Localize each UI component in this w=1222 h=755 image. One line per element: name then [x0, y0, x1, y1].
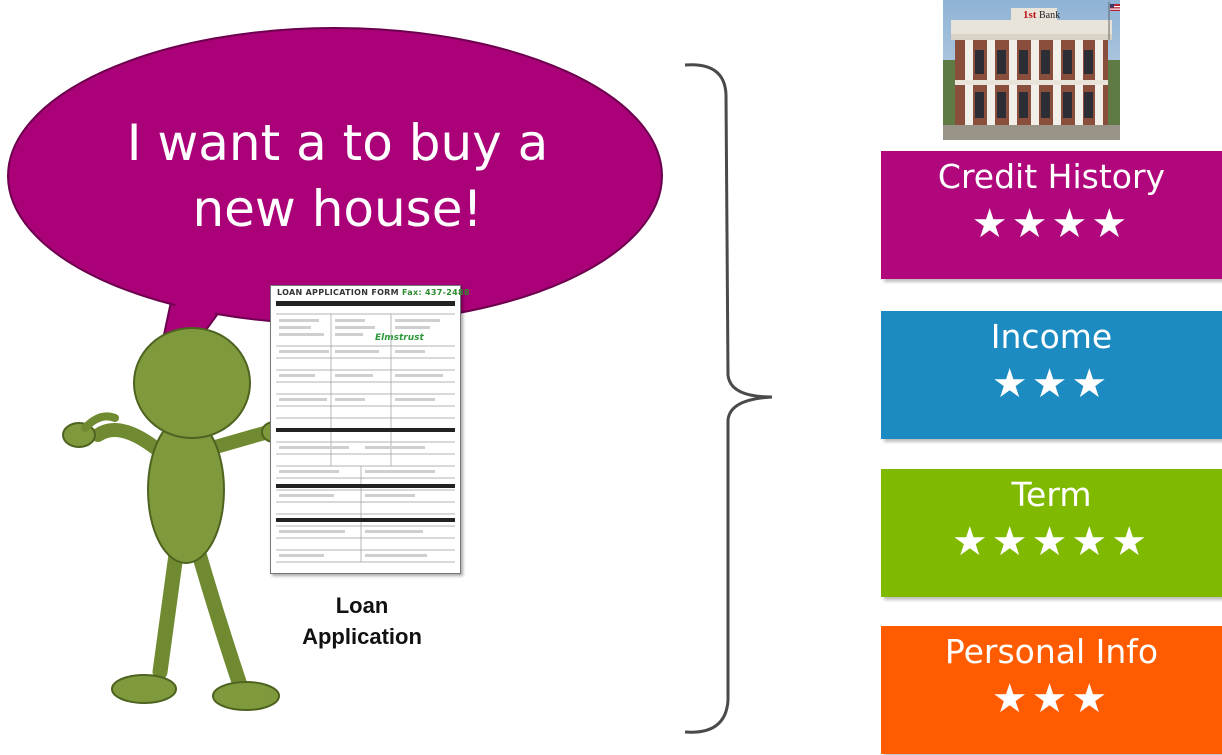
term-label: Term: [1011, 475, 1092, 514]
loan-application-form: LOAN APPLICATION FORM Fax: 437-2488 Elms…: [270, 285, 469, 574]
caption-line-1: Loan: [335, 593, 389, 618]
personal-info-label: Personal Info: [944, 632, 1159, 671]
caption-line-2: Application: [302, 624, 422, 649]
income-stars: ★★★: [991, 361, 1112, 407]
speech-bubble-text: I want a to buy a new house!: [60, 110, 615, 242]
bank-sign: Bank: [1039, 10, 1060, 21]
form-logo: Elmstrust: [375, 333, 424, 343]
bank-building-photo: 1st Bank: [943, 0, 1120, 140]
curly-brace: [684, 63, 773, 734]
credit-history-stars: ★★★★: [971, 201, 1132, 247]
speech-line-2: new house!: [192, 180, 483, 238]
personal-info-stars: ★★★: [991, 676, 1112, 722]
bank-building-illustration: 1st Bank: [943, 0, 1120, 140]
form-lines: [276, 301, 455, 563]
loan-application-caption: Loan Application: [262, 590, 462, 652]
term-stars: ★★★★★: [951, 519, 1152, 565]
speech-line-1: I want a to buy a: [126, 114, 549, 172]
term-card: Term ★★★★★: [881, 469, 1222, 597]
form-title: LOAN APPLICATION FORM Fax: 437-2488: [277, 288, 470, 297]
income-card: Income ★★★: [881, 311, 1222, 439]
income-label: Income: [990, 317, 1113, 356]
form-fax: Fax: 437-2488: [402, 288, 470, 297]
credit-history-card: Credit History ★★★★: [881, 151, 1222, 279]
stick-figure: [62, 327, 287, 711]
credit-history-label: Credit History: [937, 157, 1166, 196]
personal-info-card: Personal Info ★★★: [881, 626, 1222, 754]
svg-text:1st: 1st: [1023, 9, 1037, 21]
